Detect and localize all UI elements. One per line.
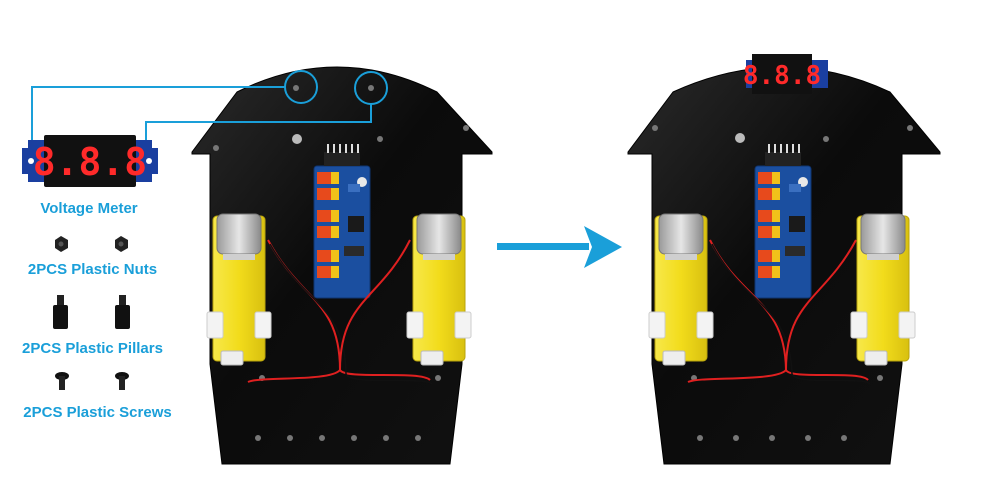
- plastic-nuts-label: 2PCS Plastic Nuts: [5, 261, 180, 278]
- plastic-screw-icon: [55, 372, 129, 390]
- voltage-meter-display: 8.8.8: [33, 140, 147, 184]
- svg-text:8.8.8: 8.8.8: [743, 61, 821, 91]
- motor-left: [649, 214, 713, 365]
- plastic-pillars-label: 2PCS Plastic Pillars: [5, 340, 180, 357]
- voltage-meter-icon: 8.8.8: [22, 135, 158, 187]
- voltage-meter-label: Voltage Meter: [20, 200, 158, 217]
- motor-right: [407, 214, 471, 365]
- servo-driver-board: [755, 144, 811, 298]
- motor-left: [207, 214, 271, 365]
- motor-right: [851, 214, 915, 365]
- voltage-meter-mounted: 8.8.8: [743, 54, 828, 94]
- plastic-nut-icon: [55, 236, 128, 252]
- plastic-screws-label: 2PCS Plastic Screws: [5, 404, 190, 421]
- servo-driver-board: [314, 144, 370, 298]
- assembly-arrow-icon: [497, 226, 622, 268]
- plastic-pillar-icon: [53, 295, 130, 329]
